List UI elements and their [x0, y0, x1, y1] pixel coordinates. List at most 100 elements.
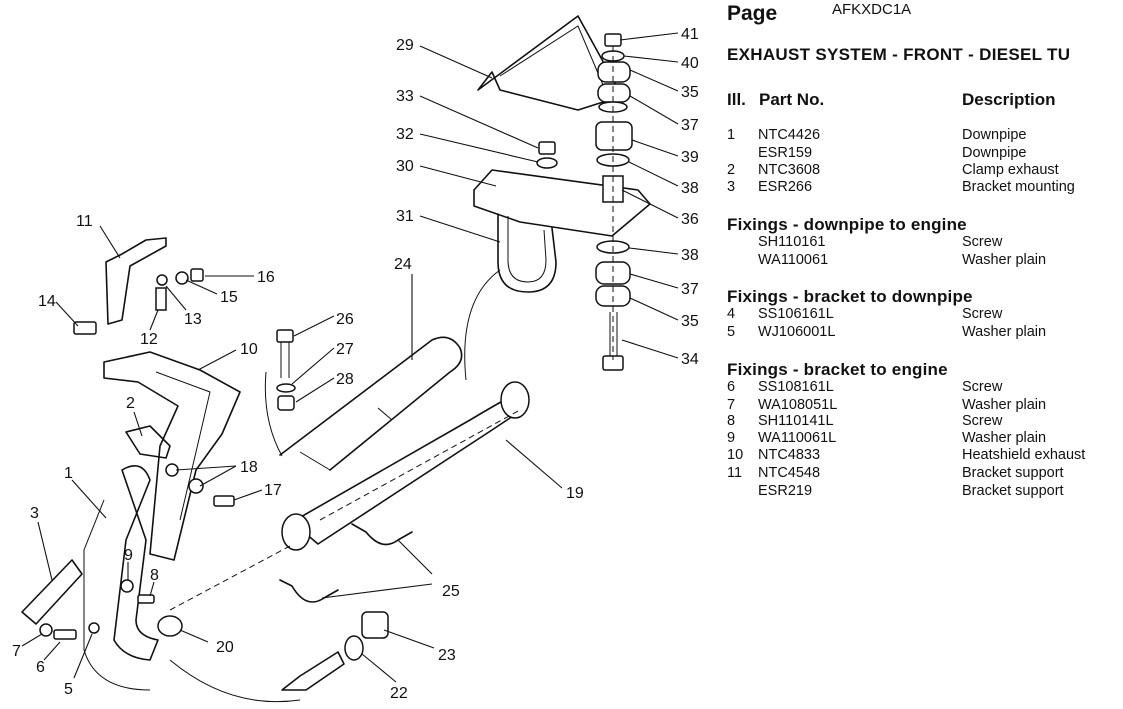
- diagram-parts: [21, 15, 651, 703]
- callout-22: 22: [390, 685, 408, 702]
- rubber-35-top: [597, 61, 631, 83]
- row-description: Screw: [962, 306, 1003, 322]
- column-header-ill: Ill.: [727, 90, 746, 109]
- row-ill: 2: [727, 162, 736, 178]
- row-part-no: SH110161: [758, 234, 826, 250]
- subsection-title: Fixings - bracket to downpipe: [727, 287, 973, 306]
- row-ill: 9: [727, 430, 736, 446]
- heatshield-10: [103, 351, 241, 561]
- bolt-long: [281, 651, 345, 691]
- flange-19-end: [500, 381, 530, 419]
- washer-9: [120, 579, 134, 593]
- row-description: Bracket support: [962, 465, 1064, 481]
- callout-27: 27: [336, 341, 354, 358]
- bracket-30: [473, 169, 651, 237]
- row-part-no: SS108161L: [758, 379, 834, 395]
- row-description: Washer plain: [962, 324, 1047, 340]
- row-description: Downpipe: [962, 145, 1027, 161]
- callout-34: 34: [681, 351, 699, 368]
- callout-35-b: 35: [681, 313, 699, 330]
- leader-lines: [21, 32, 679, 683]
- pipe-19: [291, 397, 523, 545]
- subsection-title: Fixings - bracket to engine: [727, 360, 948, 379]
- nut-33: [538, 141, 556, 155]
- callout-31: 31: [396, 208, 414, 225]
- callout-37-b: 37: [681, 281, 699, 298]
- row-description: Screw: [962, 413, 1003, 429]
- callout-30: 30: [396, 158, 414, 175]
- row-part-no: WA110061: [758, 252, 829, 268]
- screw-8: [137, 594, 155, 604]
- row-part-no: ESR219: [758, 483, 813, 499]
- callout-41: 41: [681, 26, 699, 43]
- page-code: AFKXDC1A: [832, 1, 912, 18]
- column-header-part-no: Part No.: [759, 90, 825, 109]
- callout-24: 24: [394, 256, 412, 273]
- nut-41: [604, 33, 622, 47]
- bracket-11: [105, 237, 167, 325]
- bolt-12: [155, 287, 167, 311]
- row-ill: 1: [727, 127, 736, 143]
- callout-39: 39: [681, 149, 699, 166]
- column-header-description: Description: [962, 90, 1056, 109]
- washer-27: [276, 383, 296, 393]
- callout-9: 9: [124, 547, 133, 564]
- callout-5: 5: [64, 681, 73, 698]
- callout-38-b: 38: [681, 247, 699, 264]
- nut-16: [190, 268, 204, 282]
- u-bolt-31: [497, 213, 557, 293]
- row-description: Clamp exhaust: [962, 162, 1059, 178]
- row-part-no: WJ106001L: [758, 324, 836, 340]
- callout-28: 28: [336, 371, 354, 388]
- callout-19: 19: [566, 485, 584, 502]
- row-part-no: WA110061L: [758, 430, 837, 446]
- screw-17: [213, 495, 235, 507]
- row-ill: 7: [727, 397, 736, 413]
- subsection-title: Fixings - downpipe to engine: [727, 215, 967, 234]
- callout-32: 32: [396, 126, 414, 143]
- callout-23: 23: [438, 647, 456, 664]
- washer-32: [536, 157, 558, 169]
- washer-22: [344, 635, 364, 661]
- row-part-no: WA108051L: [758, 397, 838, 413]
- callout-3: 3: [30, 505, 39, 522]
- callout-25: 25: [442, 583, 460, 600]
- nut-28: [277, 395, 295, 411]
- callout-29: 29: [396, 37, 414, 54]
- callout-6: 6: [36, 659, 45, 676]
- row-description: Downpipe: [962, 127, 1027, 143]
- row-part-no: NTC3608: [758, 162, 821, 178]
- rubber-37-top: [597, 83, 631, 103]
- callout-26: 26: [336, 311, 354, 328]
- row-ill: 5: [727, 324, 736, 340]
- callout-14: 14: [38, 293, 56, 310]
- gasket-20: [157, 615, 183, 637]
- bracket-3: [21, 559, 83, 625]
- exhaust-exploded-diagram: 29 33 32 30 31 24 41 40 35 37 39 38 36 3…: [12, 15, 699, 703]
- row-part-no: ESR266: [758, 179, 813, 195]
- callout-12: 12: [140, 331, 158, 348]
- row-description: Washer plain: [962, 397, 1047, 413]
- row-ill: 11: [727, 465, 743, 481]
- page-label: Page: [727, 2, 778, 25]
- callout-38: 38: [681, 180, 699, 197]
- callout-20: 20: [216, 639, 234, 656]
- row-part-no: ESR159: [758, 145, 813, 161]
- row-description: Screw: [962, 379, 1003, 395]
- callout-labels: 29 33 32 30 31 24 41 40 35 37 39 38 36 3…: [12, 26, 699, 702]
- callout-7: 7: [12, 643, 21, 660]
- section-title: EXHAUST SYSTEM - FRONT - DIESEL TU: [727, 45, 1071, 64]
- washer-13: [156, 274, 168, 286]
- callout-8: 8: [150, 567, 159, 584]
- callout-37: 37: [681, 117, 699, 134]
- row-description: Heatshield exhaust: [962, 447, 1086, 463]
- row-part-no: NTC4426: [758, 127, 821, 143]
- callout-33: 33: [396, 88, 414, 105]
- rubber-39: [595, 121, 633, 151]
- callout-13: 13: [184, 311, 202, 328]
- callout-35: 35: [681, 84, 699, 101]
- callout-11: 11: [76, 213, 93, 230]
- bracket-29: [477, 15, 623, 111]
- callout-36: 36: [681, 211, 699, 228]
